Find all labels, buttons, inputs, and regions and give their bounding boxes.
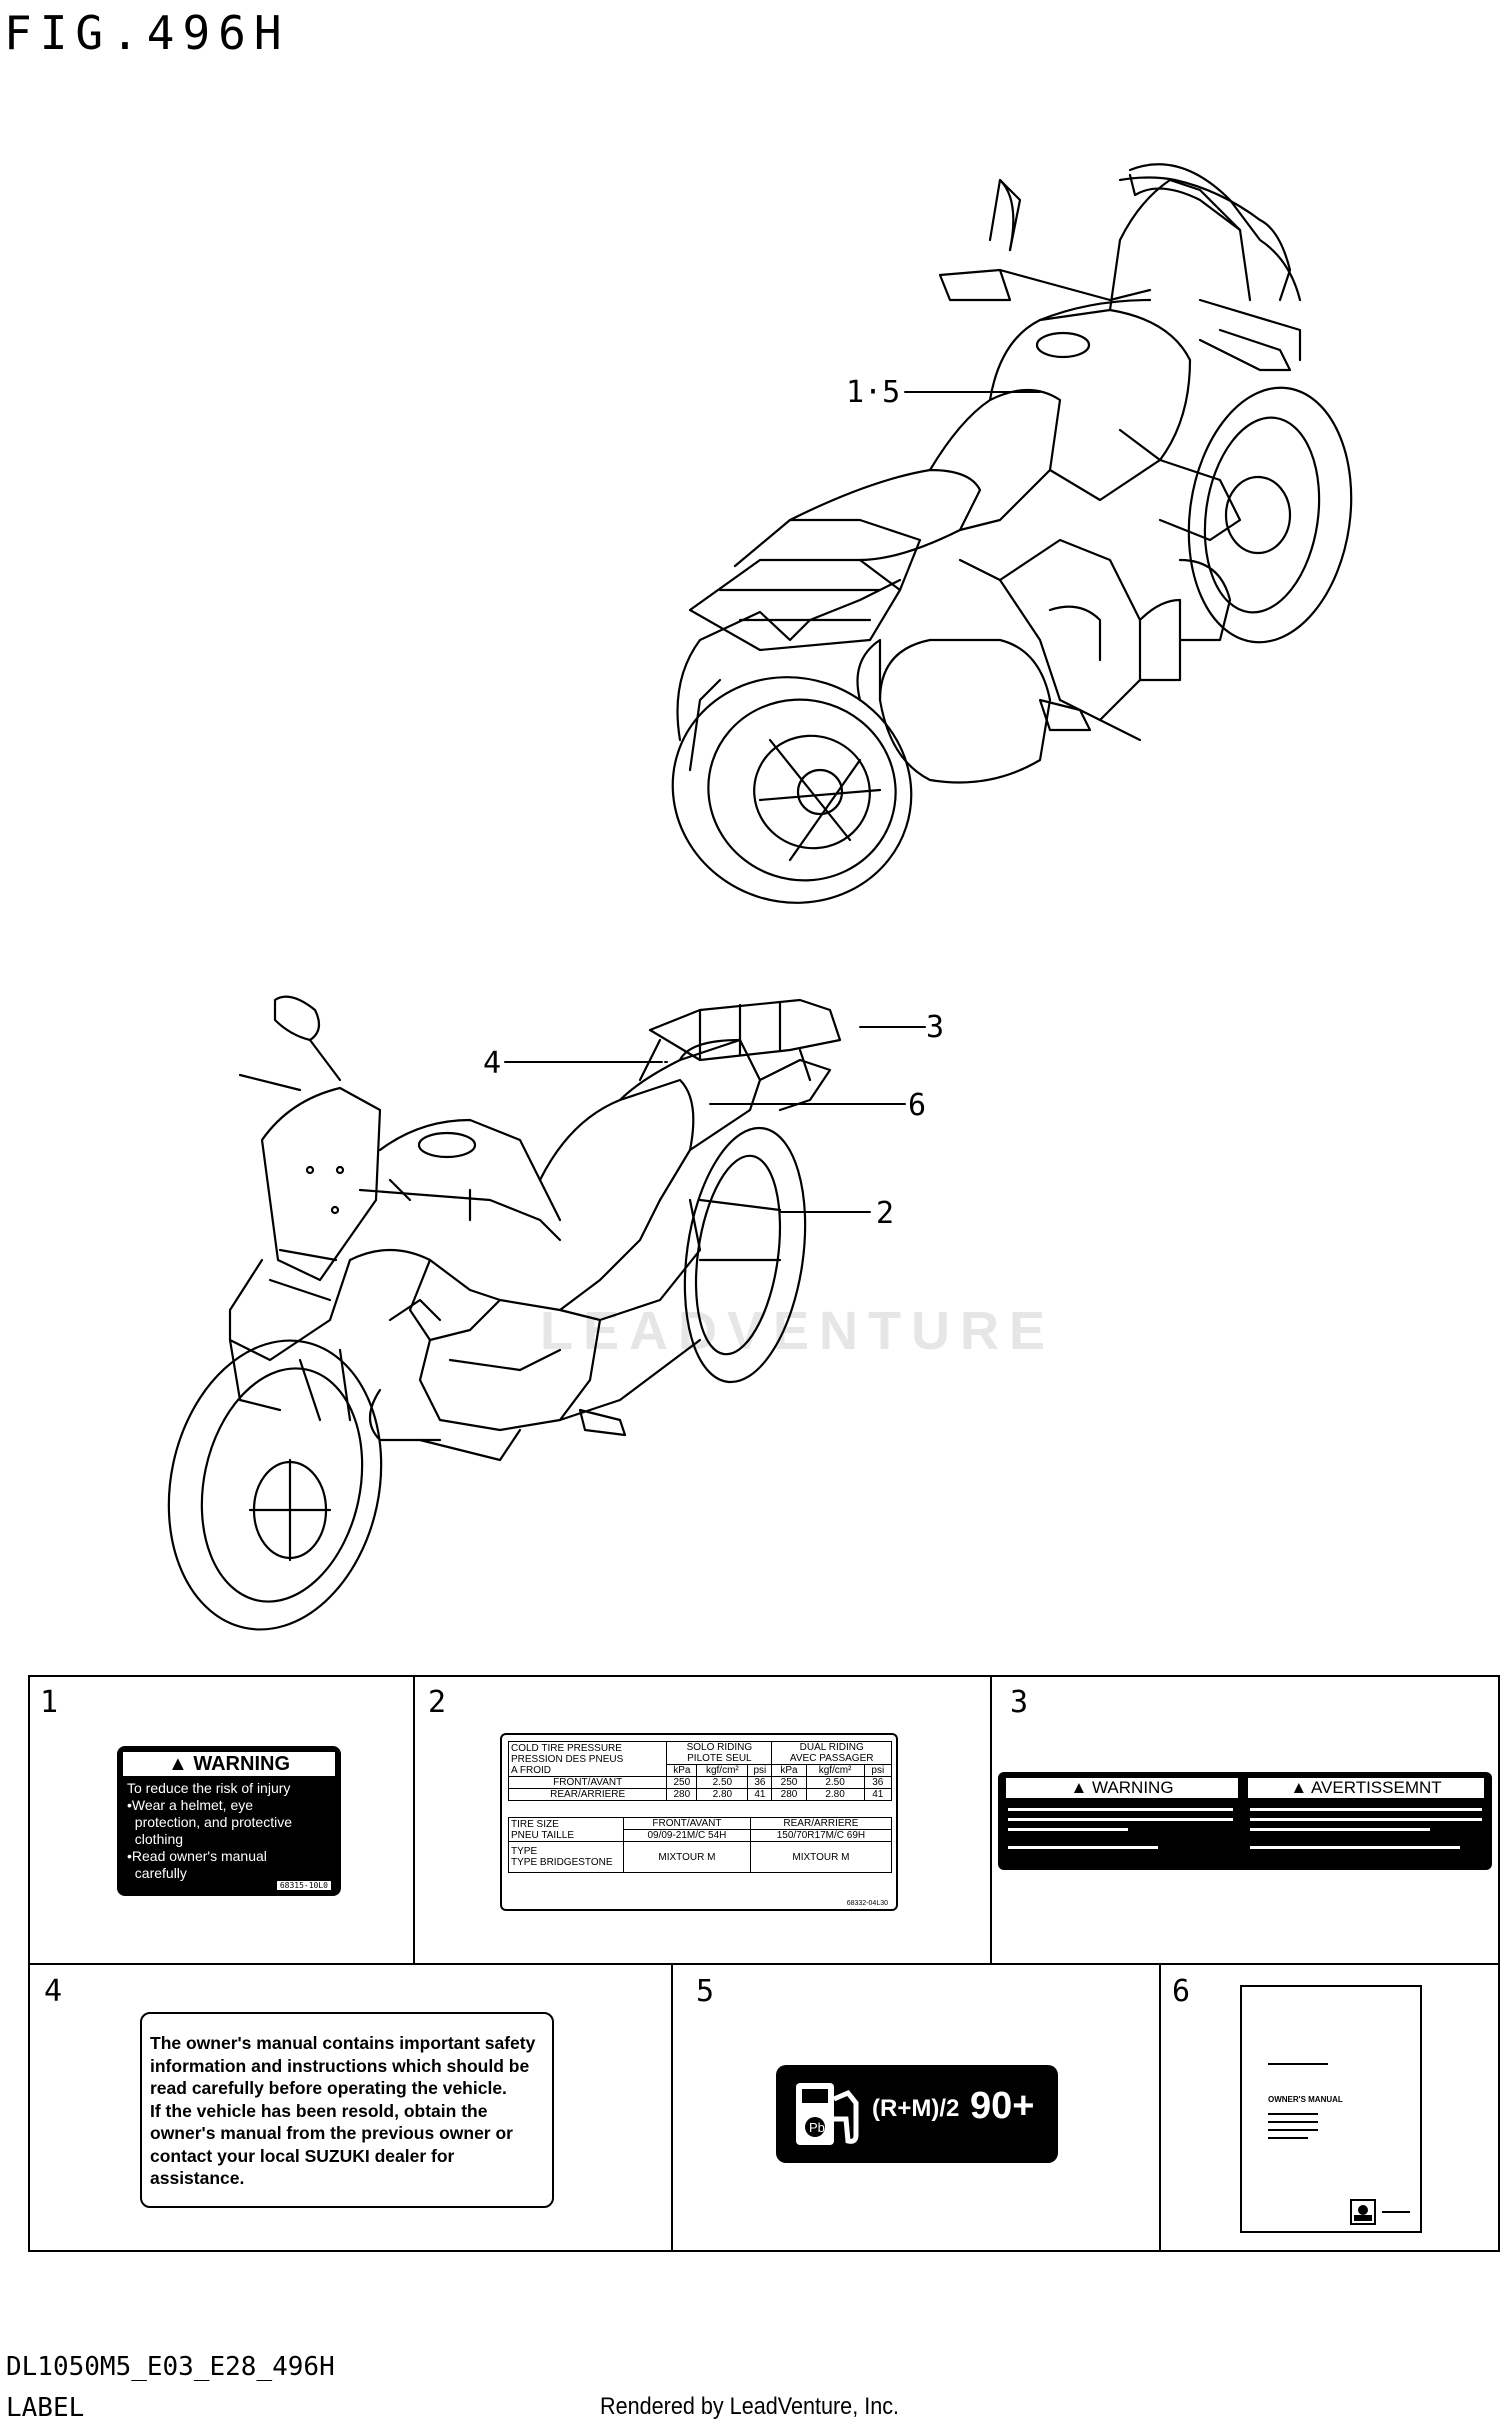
cell-number-1: 1 bbox=[40, 1685, 59, 1720]
text-line bbox=[1008, 1846, 1158, 1849]
tire-type-front: MIXTOUR M bbox=[623, 1841, 751, 1873]
label3-warning-header: ▲ WARNING bbox=[1006, 1778, 1238, 1798]
fuel-pump-icon: Pb bbox=[796, 2083, 859, 2145]
text-line bbox=[1250, 1818, 1482, 1821]
text-line bbox=[1008, 1828, 1128, 1831]
warning-header-text: WARNING bbox=[193, 1753, 291, 1775]
tire-row-rear: REAR/ARRIERE bbox=[507, 1788, 668, 1801]
warning-header: ▲ WARNING bbox=[123, 1752, 335, 1776]
text-line bbox=[1268, 2113, 1318, 2115]
warning-triangle-icon: ▲ bbox=[1070, 1778, 1093, 1797]
footer-label: LABEL bbox=[6, 2393, 85, 2423]
footer-rendered-by: Rendered by LeadVenture, Inc. bbox=[600, 2393, 900, 2420]
text-line bbox=[1268, 2063, 1328, 2065]
tire-header-solo: SOLO RIDING PILOTE SEUL bbox=[666, 1741, 773, 1765]
tire-cell: 2.50 bbox=[696, 1776, 749, 1789]
notice-text: The owner's manual contains important sa… bbox=[150, 2033, 536, 2188]
cell-number-3: 3 bbox=[1010, 1685, 1029, 1720]
lower-motorcycle bbox=[167, 995, 842, 1631]
label3-warning-text: WARNING bbox=[1092, 1778, 1174, 1797]
divider bbox=[1241, 1802, 1245, 1862]
label-3-warning-bilingual: ▲ WARNING ▲ AVERTISSEMNT bbox=[998, 1772, 1492, 1870]
label3-avertissement-text: AVERTISSEMNT bbox=[1310, 1778, 1442, 1797]
tire-cell: 280 bbox=[771, 1788, 807, 1801]
callout-1-5: 1·5 bbox=[846, 375, 901, 410]
svg-text:Pb: Pb bbox=[809, 2120, 825, 2135]
tire-header-dual: DUAL RIDING AVEC PASSAGER bbox=[771, 1741, 892, 1765]
tire-cell: 36 bbox=[863, 1776, 893, 1789]
tire-size-label: TIRE SIZE PNEU TAILLE bbox=[508, 1817, 624, 1842]
tire-header-cold: COLD TIRE PRESSURE PRESSION DES PNEUS A … bbox=[507, 1741, 668, 1777]
tire-unit: kgf/cm² bbox=[805, 1764, 865, 1777]
tire-size-front-value: 09/09-21M/C 54H bbox=[623, 1829, 751, 1842]
text-line bbox=[1250, 1828, 1430, 1831]
tire-unit: psi bbox=[747, 1764, 773, 1777]
octane-value: 90+ bbox=[970, 2085, 1035, 2127]
footer-drawing-code: DL1050M5_E03_E28_496H bbox=[6, 2352, 335, 2382]
warning-code: 68315-10L0 bbox=[276, 1881, 331, 1890]
tire-cell: 2.80 bbox=[696, 1788, 749, 1801]
cell-number-6: 6 bbox=[1172, 1974, 1191, 2009]
tire-cell: 2.80 bbox=[805, 1788, 865, 1801]
figure-title: FIG.496H bbox=[4, 6, 290, 60]
tire-code: 68332-04L30 bbox=[846, 1900, 888, 1907]
tire-cell: 250 bbox=[771, 1776, 807, 1789]
text-line bbox=[1250, 1846, 1460, 1849]
tire-unit: psi bbox=[863, 1764, 893, 1777]
tire-type-text: TYPE TYPE bbox=[511, 1846, 538, 1868]
tire-type-rear: MIXTOUR M bbox=[749, 1841, 893, 1873]
tire-cell: 250 bbox=[666, 1776, 698, 1789]
text-line bbox=[1008, 1808, 1233, 1811]
tire-row-front: FRONT/AVANT bbox=[507, 1776, 668, 1789]
owners-manual-title: OWNER'S MANUAL bbox=[1268, 2095, 1343, 2104]
upper-motorcycle bbox=[671, 163, 1353, 904]
tire-size-rear: REAR/ARRIERE bbox=[749, 1817, 893, 1830]
motorcycle-diagram bbox=[167, 163, 1353, 1631]
leader-lines bbox=[504, 391, 1041, 1213]
tire-cell: 41 bbox=[863, 1788, 893, 1801]
tire-cell: 41 bbox=[747, 1788, 773, 1801]
octane-formula: (R+M)/2 bbox=[872, 2095, 960, 2122]
label-5-fuel-octane: Pb (R+M)/2 90+ bbox=[776, 2065, 1058, 2163]
callout-2: 2 bbox=[876, 1196, 895, 1231]
text-line bbox=[1268, 2121, 1318, 2123]
tire-size-front: FRONT/AVANT bbox=[623, 1817, 751, 1830]
callout-3: 3 bbox=[926, 1010, 945, 1045]
tire-brand: BRIDGESTONE bbox=[539, 1857, 613, 1868]
text-line bbox=[1268, 2129, 1318, 2131]
text-line bbox=[1382, 2211, 1410, 2213]
tire-type-label: TYPE TYPE BRIDGESTONE bbox=[508, 1841, 624, 1873]
manual-symbol-icon bbox=[1350, 2199, 1376, 2225]
tire-cell: 36 bbox=[747, 1776, 773, 1789]
warning-body: To reduce the risk of injury •Wear a hel… bbox=[127, 1780, 292, 1881]
callout-6: 6 bbox=[908, 1088, 927, 1123]
tire-size-rear-value: 150/70R17M/C 69H bbox=[749, 1829, 893, 1842]
label-6-owners-manual: OWNER'S MANUAL bbox=[1240, 1985, 1422, 2233]
tire-unit: kPa bbox=[771, 1764, 807, 1777]
text-line bbox=[1268, 2137, 1308, 2139]
label3-avertissement-header: ▲ AVERTISSEMNT bbox=[1248, 1778, 1484, 1798]
label-2-tire-pressure: COLD TIRE PRESSURE PRESSION DES PNEUS A … bbox=[500, 1733, 898, 1911]
cell-number-4: 4 bbox=[44, 1974, 63, 2009]
cell-number-5: 5 bbox=[696, 1974, 715, 2009]
tire-unit: kgf/cm² bbox=[696, 1764, 749, 1777]
callout-4: 4 bbox=[483, 1046, 502, 1081]
cell-number-2: 2 bbox=[428, 1685, 447, 1720]
label-1-warning: ▲ WARNING To reduce the risk of injury •… bbox=[117, 1746, 341, 1896]
label-grid bbox=[28, 1675, 1500, 2252]
tire-size-table: TIRE SIZE PNEU TAILLE FRONT/AVANT REAR/A… bbox=[508, 1817, 893, 1873]
text-line bbox=[1008, 1818, 1233, 1821]
tire-cell: 2.50 bbox=[805, 1776, 865, 1789]
tire-table: COLD TIRE PRESSURE PRESSION DES PNEUS A … bbox=[507, 1741, 893, 1801]
label-4-owners-manual-notice: The owner's manual contains important sa… bbox=[140, 2012, 554, 2208]
text-line bbox=[1250, 1808, 1482, 1811]
warning-triangle-icon: ▲ bbox=[1290, 1778, 1311, 1797]
warning-triangle-icon: ▲ bbox=[167, 1753, 194, 1775]
tire-unit: kPa bbox=[666, 1764, 698, 1777]
tire-cell: 280 bbox=[666, 1788, 698, 1801]
